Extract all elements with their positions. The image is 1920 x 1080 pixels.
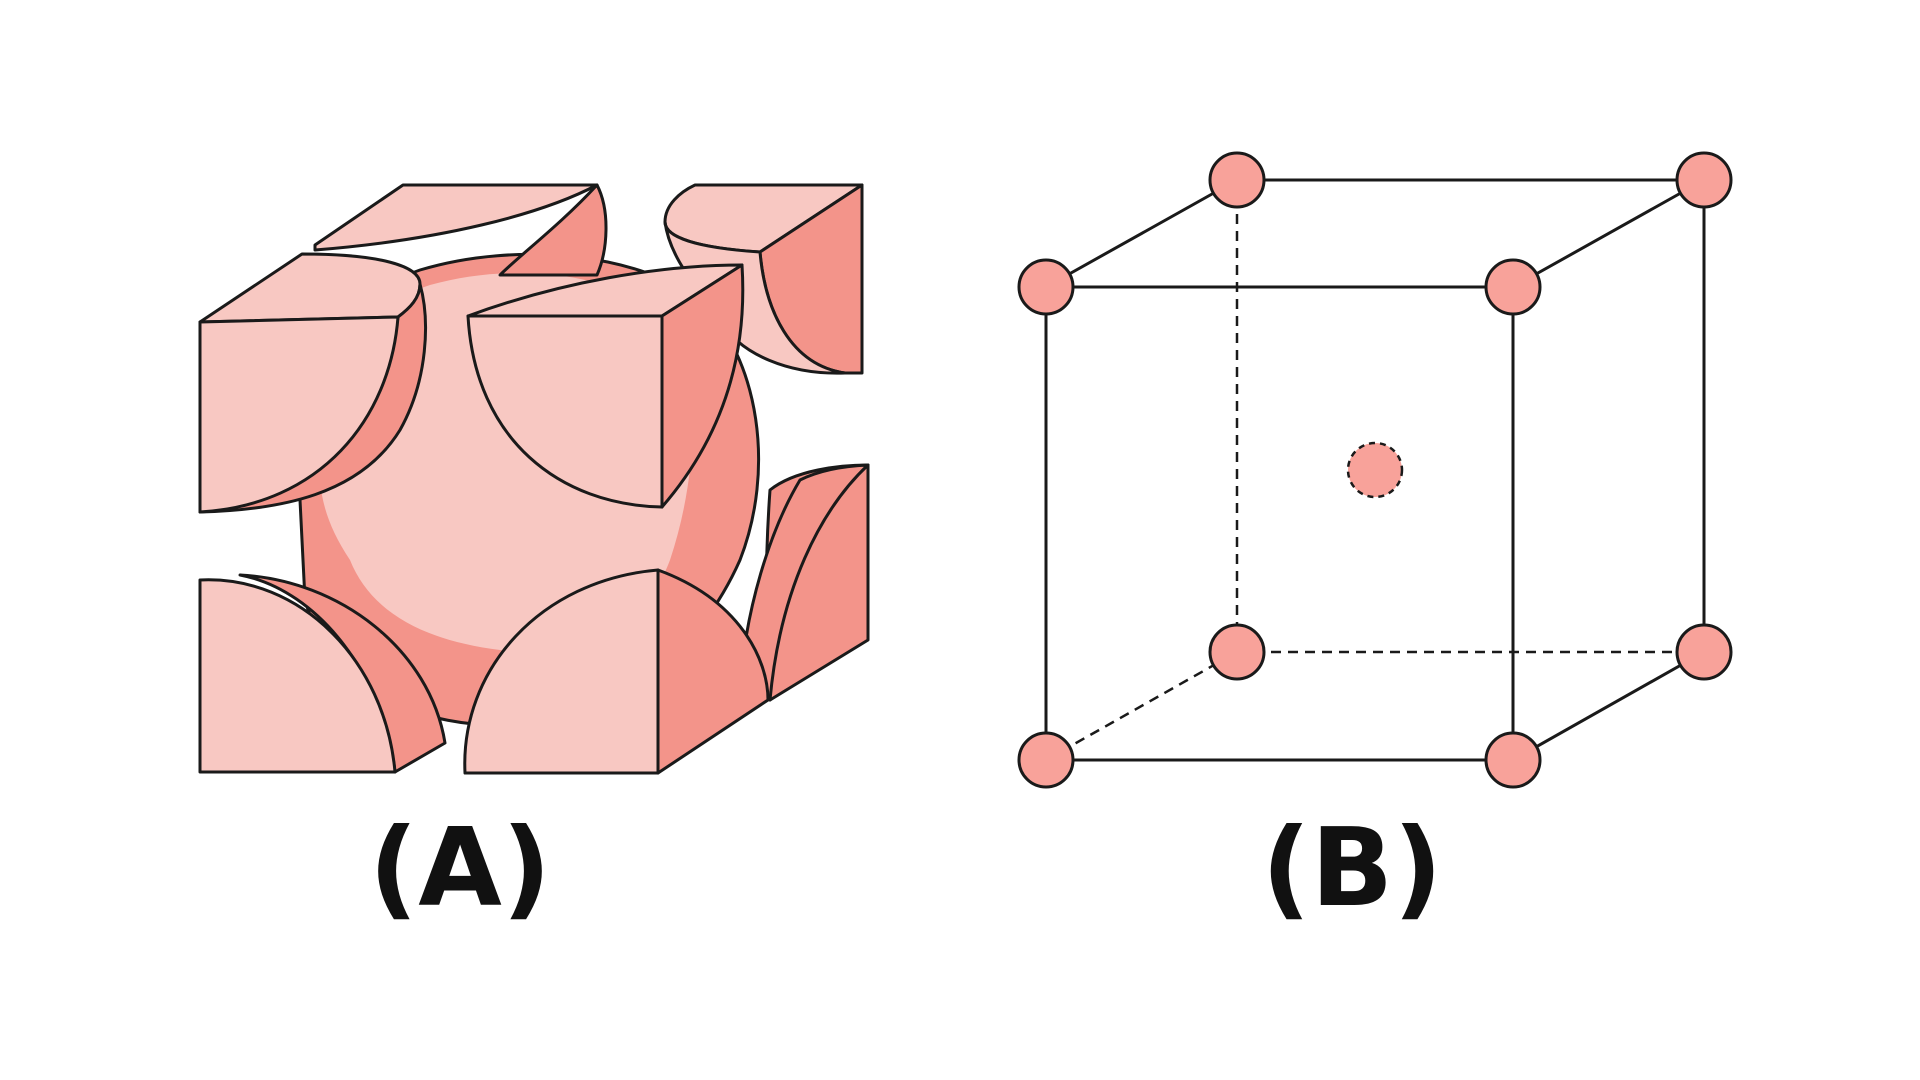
- corner-atom-front-bottom-left: [198, 573, 447, 774]
- corner-atom-back-top-right: [663, 183, 864, 375]
- corner-atom-front-bottom-left-node: [1017, 731, 1075, 789]
- panel-a-label: (A): [369, 806, 551, 931]
- corner-atom-front-top-right-node: [1484, 258, 1542, 316]
- corner-atom-back-bottom-right-node: [1675, 623, 1733, 681]
- corner-atom-back-top-left: [313, 183, 608, 277]
- panel-a-space-filling-model: [198, 183, 870, 775]
- edge-bottom-left-depth-hidden: [1045, 650, 1238, 762]
- corner-atom-front-top-left-node: [1017, 258, 1075, 316]
- panel-b-label: (B): [1261, 806, 1442, 931]
- panel-b-lattice-model: [1017, 151, 1733, 789]
- corner-atom-back-bottom-left-node: [1208, 623, 1266, 681]
- edge-top-right-depth: [1512, 178, 1705, 289]
- body-center-atom-node: [1346, 441, 1404, 499]
- corner-atom-front-top-right: [466, 263, 745, 509]
- corner-atom-back-top-left-node: [1208, 151, 1266, 209]
- corner-atom-front-top-left: [198, 252, 427, 514]
- corner-atom-back-top-right-node: [1675, 151, 1733, 209]
- edge-bottom-right-depth: [1512, 650, 1705, 762]
- corner-atom-front-bottom-right: [463, 568, 770, 775]
- edge-top-left-depth: [1045, 178, 1238, 289]
- corner-atom-front-bottom-right-node: [1484, 731, 1542, 789]
